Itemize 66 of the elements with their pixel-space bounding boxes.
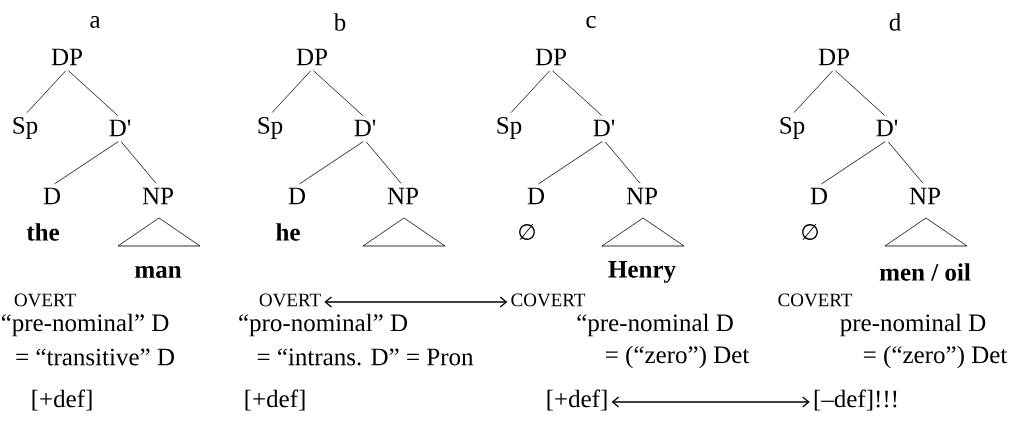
double-arrow xyxy=(324,296,508,308)
annotation-text: = “transitive” D xyxy=(16,348,174,366)
tree-label: DP xyxy=(818,48,849,66)
tree-branch xyxy=(26,70,67,114)
annotation-text: = (“zero”) Det xyxy=(863,345,1008,369)
tree-branch xyxy=(120,141,157,184)
tree-branch xyxy=(793,70,834,114)
tree-label: D' xyxy=(109,119,131,137)
tree-branch xyxy=(887,141,924,184)
word: the xyxy=(26,223,59,241)
word: ∅ xyxy=(802,224,818,240)
panel-letter: c xyxy=(586,16,596,28)
tree-label: Sp xyxy=(13,117,38,139)
tree-branch xyxy=(54,141,119,185)
tree-branch xyxy=(271,70,312,114)
annotation-text: pre-nominal D xyxy=(840,313,986,337)
tree-label: NP xyxy=(626,187,657,205)
annotation-text: “pre-nominal D xyxy=(577,313,733,337)
tree-branch xyxy=(299,141,364,185)
tree-branch xyxy=(510,70,551,114)
tree-label: NP xyxy=(909,187,940,205)
tree-label: D' xyxy=(876,119,898,137)
tree-label: NP xyxy=(387,187,418,205)
status-label: OVERT xyxy=(14,293,76,307)
tree-label: Sp xyxy=(258,117,283,139)
status-label: COVERT xyxy=(511,293,586,307)
status-label: COVERT xyxy=(778,293,853,307)
panel-letter: a xyxy=(90,16,101,28)
tree-branch xyxy=(365,141,402,184)
word: men / oil xyxy=(879,263,971,281)
tree-label: D' xyxy=(354,119,376,137)
tree-label: D xyxy=(527,187,545,205)
word: Henry xyxy=(608,261,676,283)
feature-label: [+def] xyxy=(547,389,607,411)
tree-branch xyxy=(552,70,603,116)
tree-label: DP xyxy=(535,48,566,66)
feature-label: [+def] xyxy=(245,389,305,411)
tree-branch xyxy=(604,141,641,184)
tree-label: D xyxy=(288,187,306,205)
annotation-text: = (“zero”) Det xyxy=(605,345,750,369)
tree-label: NP xyxy=(142,187,173,205)
word: ∅ xyxy=(519,224,535,240)
panel-letter: b xyxy=(333,13,346,31)
tree-branch xyxy=(821,141,886,185)
status-label: OVERT xyxy=(259,293,321,307)
tree-label: D' xyxy=(593,119,615,137)
tree-branch xyxy=(68,70,119,116)
tree-label: D xyxy=(810,187,827,205)
tree-label: D xyxy=(43,187,61,205)
tree-label: DP xyxy=(51,48,82,66)
annotation-text: “pre-nominal” D xyxy=(1,313,169,337)
tree-branch xyxy=(538,141,603,185)
annotation-text: = “intrans. D” = Pron xyxy=(257,348,474,366)
panel-letter: d xyxy=(889,13,901,31)
feature-label: [+def] xyxy=(32,389,92,411)
annotation-text: “pro-nominal” D xyxy=(239,313,408,337)
word: man xyxy=(135,266,182,278)
tree-label: Sp xyxy=(497,117,522,139)
tree-branch xyxy=(835,70,886,116)
word: he xyxy=(276,223,300,241)
double-arrow xyxy=(611,396,810,408)
tree-label: DP xyxy=(296,48,327,66)
tree-label: Sp xyxy=(780,117,805,139)
triangle xyxy=(362,217,446,247)
tree-branch xyxy=(313,70,364,116)
feature-label: [–def]!!! xyxy=(814,389,897,411)
